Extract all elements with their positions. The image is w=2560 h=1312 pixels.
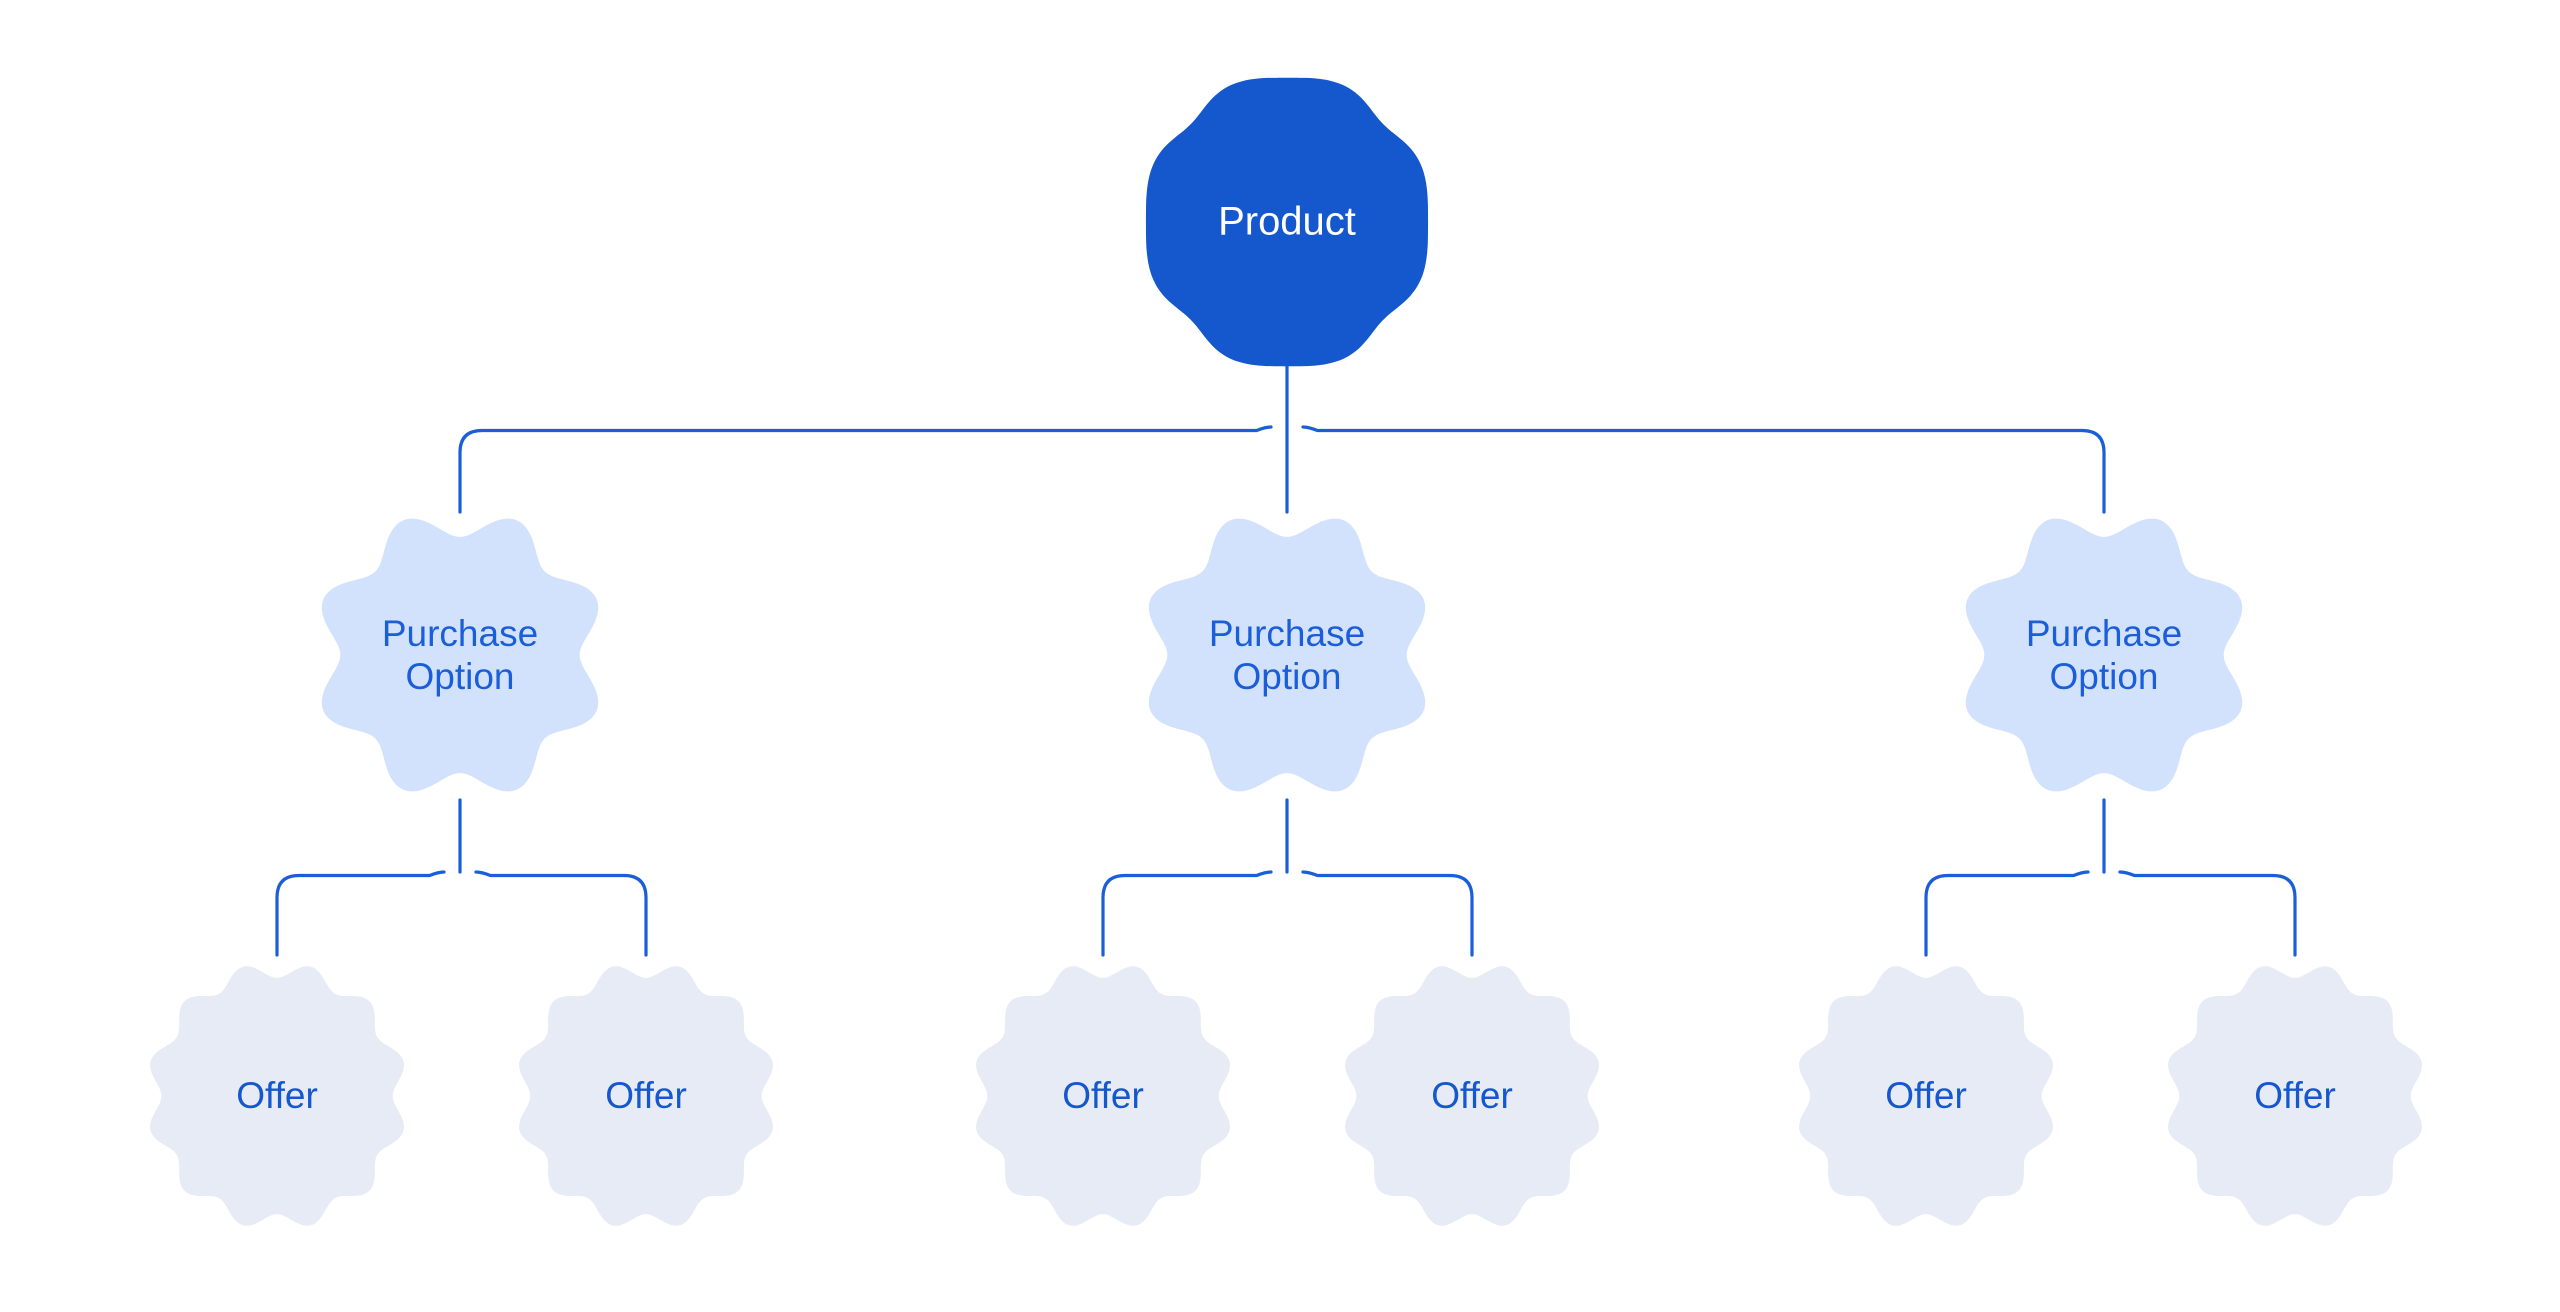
offer-label-6: Offer — [2254, 1075, 2336, 1116]
connector-option-left-2 — [1101, 870, 1273, 957]
purchase-option-label-line2-1: Option — [405, 656, 514, 697]
purchase-option-label-line1-1: Purchase — [382, 613, 538, 654]
node-purchase-option-3[interactable] — [1965, 518, 2243, 792]
connector-option-right-2 — [1301, 870, 1474, 957]
offer-label-3: Offer — [1062, 1075, 1144, 1116]
node-offer-5[interactable] — [1799, 966, 2053, 1226]
offer-label-5: Offer — [1885, 1075, 1967, 1116]
connector-layer — [275, 353, 2297, 957]
connector-root-left — [458, 425, 1273, 514]
node-purchase-option-1[interactable] — [321, 518, 599, 792]
node-layer: ProductPurchaseOptionPurchaseOptionPurch… — [150, 77, 2422, 1226]
purchase-option-label-line2-3: Option — [2049, 656, 2158, 697]
connector-option-right-1 — [474, 870, 648, 957]
node-product[interactable] — [1145, 77, 1429, 367]
purchase-option-label-line1-2: Purchase — [1209, 613, 1365, 654]
purchase-option-label-line1-3: Purchase — [2026, 613, 2182, 654]
node-purchase-option-2[interactable] — [1148, 518, 1426, 792]
connector-option-left-1 — [275, 870, 446, 957]
product-label: Product — [1218, 200, 1356, 244]
node-offer-4[interactable] — [1345, 966, 1599, 1226]
node-offer-1[interactable] — [150, 966, 404, 1226]
connector-root-right — [1301, 425, 2106, 514]
connector-option-right-3 — [2118, 870, 2297, 957]
node-offer-3[interactable] — [976, 966, 1230, 1226]
node-offer-6[interactable] — [2168, 966, 2422, 1226]
purchase-option-label-line2-2: Option — [1232, 656, 1341, 697]
connector-option-left-3 — [1924, 870, 2090, 957]
offer-label-4: Offer — [1431, 1075, 1513, 1116]
offer-label-1: Offer — [236, 1075, 318, 1116]
node-offer-2[interactable] — [519, 966, 773, 1226]
offer-label-2: Offer — [605, 1075, 687, 1116]
